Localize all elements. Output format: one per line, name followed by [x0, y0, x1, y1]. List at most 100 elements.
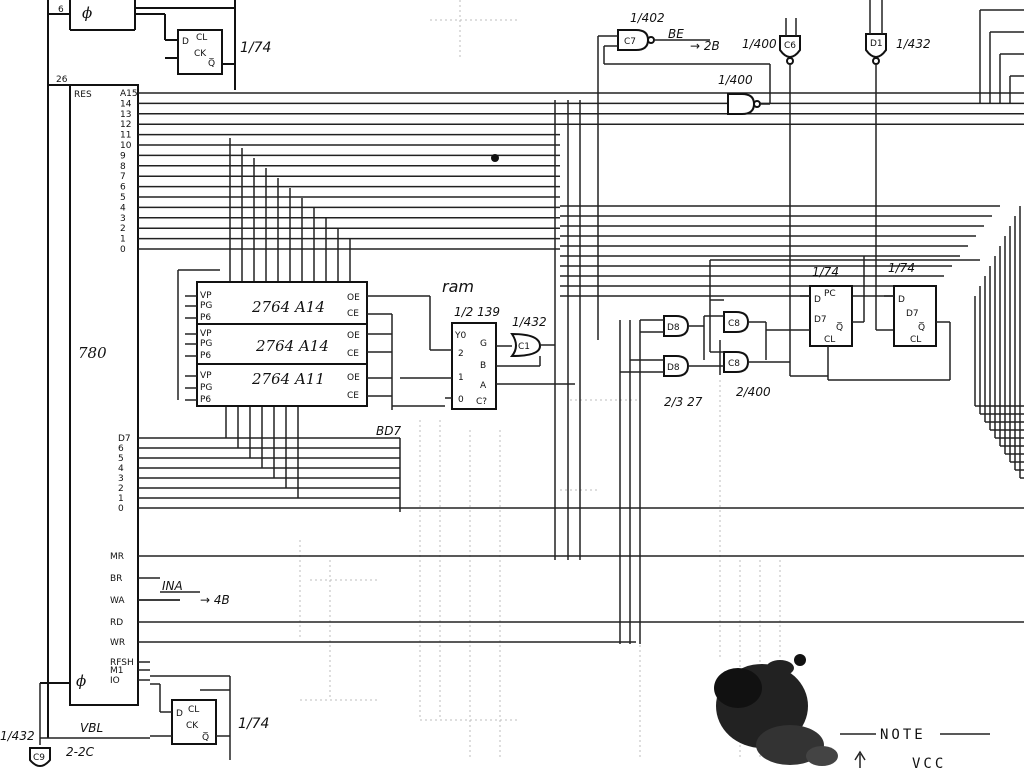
flipflop-top-left-body — [177, 29, 223, 75]
gate-d8b-label: D8 — [667, 363, 680, 373]
eprom-3-oe: OE — [347, 373, 360, 383]
control-pin-label: BR — [110, 574, 122, 584]
data-pin-label: 1 — [118, 494, 124, 504]
gate-d1-label: D1 — [870, 39, 883, 49]
eprom-3-ce: CE — [347, 391, 359, 401]
eprom-1-label: 2764 A14 — [251, 298, 325, 316]
gate-c7-bubble — [647, 36, 655, 44]
ff-ma-pc: PC — [824, 289, 836, 299]
eprom-2-pg: PG — [200, 339, 212, 349]
eprom-1-ce: CE — [347, 309, 359, 319]
ff-tl-ic: 1/74 — [240, 40, 271, 56]
eprom-1-p6: P6 — [200, 313, 211, 323]
eprom-2-ce: CE — [347, 349, 359, 359]
eprom-3-pg: PG — [200, 383, 212, 393]
gate-c8-ic: 2/400 — [736, 385, 771, 399]
control-pin-label: MR — [110, 552, 124, 562]
flipflop-mid-b-body — [893, 285, 937, 347]
gate-c1-ic: 1/432 — [512, 315, 547, 329]
eprom-2-p6: P6 — [200, 351, 211, 361]
decoder-pin-b: B — [480, 361, 486, 371]
ff-b-cl: CL — [188, 705, 199, 715]
address-pin-label: 12 — [120, 120, 131, 130]
note-line1: VCC — [912, 756, 946, 768]
gate-d1: D1 1/432 — [865, 0, 931, 331]
gate-c7-dest: → 2B — [690, 39, 720, 53]
address-pin-label: 5 — [120, 193, 126, 203]
gate-c6-label: C6 — [784, 41, 796, 51]
ink-blot — [714, 654, 838, 766]
cpu-pin-26: 26 — [56, 75, 68, 85]
bus-junction-dot — [491, 154, 499, 162]
decoder-139: 1/2 139 ram Y0 G 2 B 1 A 0 C? — [430, 277, 575, 410]
ff-b-ck: CK — [186, 721, 199, 731]
ff-ma-ic: 1/74 — [812, 265, 839, 279]
flipflop-top-left: D CL Q̅ CK 1/74 — [165, 29, 271, 75]
address-pin-label: 13 — [120, 110, 131, 120]
decoder-pin-y0: Y0 — [454, 331, 466, 341]
gate-cluster-mid: D8 D8 2/3 27 C8 C8 2/400 — [620, 259, 980, 409]
vbl-dest: 2-2C — [66, 745, 95, 759]
gate-c9-label: C9 — [33, 753, 45, 763]
decoder-pin-a: A — [480, 381, 487, 391]
ff-ma-qbar: Q̅ — [836, 321, 843, 333]
address-pin-label: 7 — [120, 172, 126, 182]
data-pin-label: 2 — [118, 484, 124, 494]
gate-c6: C6 1/400 — [742, 18, 828, 377]
flipflop-mid-a-body — [809, 285, 853, 347]
ff-mb-cl: CL — [910, 335, 921, 345]
address-pin-label: 11 — [120, 131, 131, 141]
gate-c6-body — [779, 35, 801, 58]
gate-c7: C7 1/402 BE → 2B — [597, 11, 771, 340]
gate-c7-ic: 1/402 — [630, 11, 665, 25]
control-pin-label: IO — [110, 676, 120, 686]
data-pin-label: 0 — [118, 504, 124, 514]
gate-c1-label: C1 — [518, 342, 530, 352]
ff-ma-cl: CL — [824, 335, 835, 345]
address-pin-label: A15 — [120, 89, 138, 99]
cpu-body — [69, 84, 139, 706]
decoder-pin-g: G — [480, 339, 487, 349]
gate-d1-body — [865, 33, 887, 58]
eprom-1-vp: VP — [200, 291, 212, 301]
cpu-clock-pin: ϕ — [76, 672, 86, 690]
data-pin-label: D7 — [118, 434, 131, 444]
clock-source-box: ϕ — [47, 0, 236, 738]
decoder-pin-2: 2 — [458, 349, 464, 359]
address-pin-label: 14 — [120, 99, 132, 109]
control-pin-label: RD — [110, 618, 123, 628]
decoder-pin-c: C? — [476, 397, 487, 407]
ff-tl-d: D — [182, 37, 189, 47]
address-pin-label: 10 — [120, 141, 132, 151]
ina-label: INA — [162, 579, 183, 593]
address-pin-label: 8 — [120, 162, 126, 172]
note-title: NOTE — [880, 727, 926, 743]
eprom-3 — [196, 363, 368, 407]
ff-b-d: D — [176, 709, 183, 719]
data-pin-label: 5 — [118, 454, 124, 464]
ff-ma-d: D — [814, 295, 821, 305]
gate-400-top-ic: 1/400 — [718, 73, 753, 87]
gate-400-top-bubble — [753, 100, 761, 108]
ff-mb-qbar: Q̅ — [918, 321, 925, 333]
eprom-bus-label: BD7 — [376, 424, 401, 438]
vbl-label: VBL — [80, 721, 103, 735]
gate-c6-ic: 1/400 — [742, 37, 777, 51]
address-pin-label: 6 — [120, 183, 126, 193]
control-pin-label: RFSH — [110, 658, 134, 668]
decoder-body — [451, 322, 497, 410]
data-pin-label: 6 — [118, 444, 124, 454]
eprom-stack: 2764 A14 2764 A14 2764 A11 VP PG P6 VP P… — [177, 269, 445, 438]
decoder-pin-1: 1 — [458, 373, 464, 383]
ff-tl-cl: CL — [196, 33, 207, 43]
flipflop-bottom-body — [171, 699, 217, 745]
gate-c7-label: C7 — [624, 37, 636, 47]
ff-b-qbar: Q̅ — [202, 731, 209, 743]
ff-tl-ck: CK — [194, 49, 207, 59]
right-side-bus — [974, 9, 1024, 479]
decoder-pin-0: 0 — [458, 395, 464, 405]
